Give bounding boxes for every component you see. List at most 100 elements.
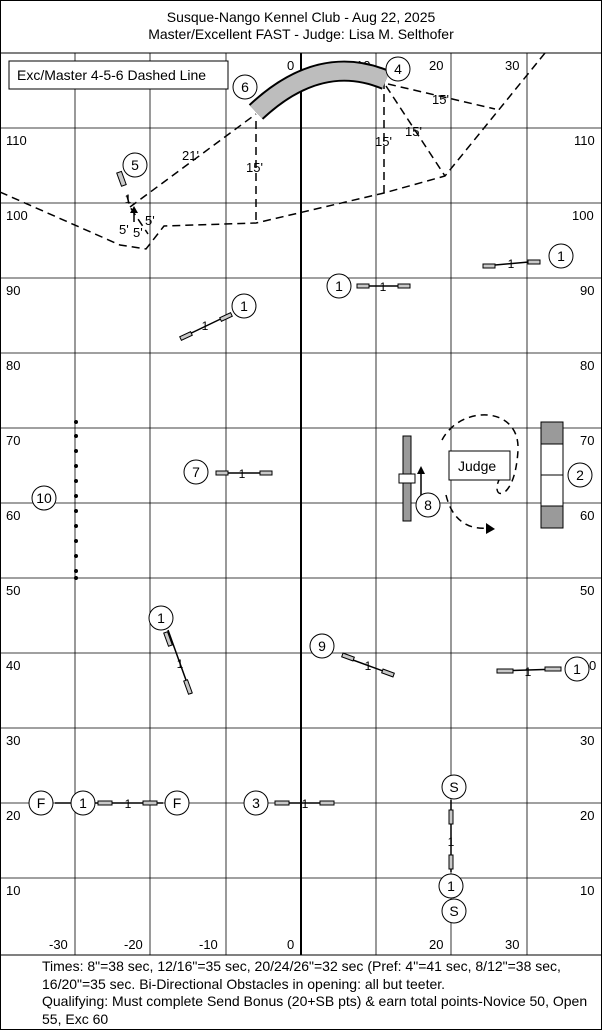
page-subtitle: Master/Excellent FAST - Judge: Lisa M. S… <box>148 26 454 42</box>
svg-text:F: F <box>37 795 46 811</box>
a-frame-contact-top <box>540 421 564 445</box>
right-axis-label: 30 <box>580 733 594 748</box>
obstacle-number: 1 <box>564 656 590 682</box>
left-axis-label: 60 <box>6 508 20 523</box>
svg-text:1: 1 <box>573 661 581 677</box>
obstacle-number: 7 <box>183 459 209 485</box>
svg-text:6: 6 <box>241 79 249 95</box>
svg-text:7: 7 <box>192 464 200 480</box>
top-axis-label: 30 <box>505 58 519 73</box>
right-axis-label: 0 <box>589 658 596 673</box>
distance-label: 15' <box>246 160 263 175</box>
svg-text:8: 8 <box>424 497 432 513</box>
right-axis-label: 100 <box>572 208 594 223</box>
bottom-axis-label: 0 <box>287 937 294 952</box>
obstacle-number: 5 <box>122 152 148 178</box>
point-mark: 1 <box>365 659 372 673</box>
teeter-fulcrum <box>398 473 416 484</box>
obstacle-numbers: 1 1 1 1 1 1 2 3 4 5 6 7 8 9 10 1 S S F F <box>28 56 593 924</box>
distance-label: 5' <box>145 213 155 228</box>
distance-label: 15' <box>375 134 392 149</box>
point-mark: 1 <box>525 665 532 679</box>
distance-label: 21' <box>182 148 199 163</box>
point-marks: 1 1 1 1 1 1 1 1 1 1 1 <box>125 192 532 849</box>
bottom-axis-label: -30 <box>49 937 68 952</box>
obstacle-number: 1 <box>231 293 257 319</box>
obstacle-number: 9 <box>309 633 335 659</box>
header: Susque-Nango Kennel Club - Aug 22, 2025 … <box>0 0 602 50</box>
svg-text:S: S <box>449 903 458 919</box>
point-mark: 1 <box>380 280 387 294</box>
point-mark: 1 <box>508 257 515 271</box>
bottom-axis-label: -20 <box>124 937 143 952</box>
weave-poles <box>74 420 78 580</box>
tunnel-fill <box>250 62 390 119</box>
distance-label: 5' <box>133 225 143 240</box>
judge-box <box>448 450 511 481</box>
point-mark: 1 <box>239 467 246 481</box>
svg-text:1: 1 <box>335 278 343 294</box>
point-mark: 1 <box>125 797 132 811</box>
svg-text:1: 1 <box>447 878 455 894</box>
top-axis-label: 0 <box>287 58 294 73</box>
arrow-head <box>130 206 138 213</box>
distance-label: 15' <box>405 124 422 139</box>
obstacle-number: 1 <box>548 243 574 269</box>
left-axis-label: 110 <box>6 133 27 148</box>
start-marker: S <box>441 774 467 800</box>
obstacle-number: 1 <box>326 273 352 299</box>
right-axis-label: 10 <box>580 883 594 898</box>
judge-label: Judge <box>458 458 496 474</box>
bottom-axis-label: -10 <box>199 937 218 952</box>
point-mark: 1 <box>202 319 209 333</box>
right-axis-label: 110 <box>574 133 595 148</box>
left-axis-label: 40 <box>6 658 20 673</box>
right-axis-label: 20 <box>580 808 594 823</box>
point-mark: 1 <box>177 657 184 671</box>
obstacle-number: 8 <box>415 492 441 518</box>
obstacle-number: 2 <box>567 462 593 488</box>
footer-notes: Times: 8"=38 sec, 12/16"=35 sec, 20/24/2… <box>42 958 590 1028</box>
left-axis-label: 90 <box>6 283 20 298</box>
legend-box <box>8 60 229 90</box>
times-note: Times: 8"=38 sec, 12/16"=35 sec, 20/24/2… <box>42 958 561 992</box>
svg-text:S: S <box>449 779 458 795</box>
top-axis-label: 20 <box>429 58 443 73</box>
obstacle-number: 4 <box>385 56 411 82</box>
legend-label: Exc/Master 4-5-6 Dashed Line <box>17 67 206 83</box>
arrow-head <box>486 523 495 534</box>
svg-text:1: 1 <box>157 610 165 626</box>
obstacle-number: 1 <box>148 605 174 631</box>
distance-label: 5' <box>119 222 129 237</box>
svg-text:9: 9 <box>318 638 326 654</box>
svg-text:3: 3 <box>252 795 260 811</box>
svg-text:F: F <box>173 795 182 811</box>
left-axis-label: 80 <box>6 358 20 373</box>
judge-path <box>441 414 519 495</box>
finish-marker: F <box>28 790 54 816</box>
right-axis-label: 80 <box>580 358 594 373</box>
svg-text:2: 2 <box>576 467 584 483</box>
left-axis-label: 50 <box>6 583 20 598</box>
left-axis-label: 30 <box>6 733 20 748</box>
judge-path-lower <box>445 494 489 529</box>
left-axis-label: 100 <box>6 208 28 223</box>
obstacle-number: 1 <box>70 790 96 816</box>
right-axis-label: 70 <box>580 433 594 448</box>
right-axis-label: 60 <box>580 508 594 523</box>
dashed-lines <box>0 52 546 250</box>
point-mark: 1 <box>302 797 309 811</box>
finish-marker: F <box>164 790 190 816</box>
svg-text:1: 1 <box>240 298 248 314</box>
point-mark: 1 <box>125 192 132 206</box>
obstacle-number: 10 <box>31 485 57 511</box>
bottom-axis-label: 20 <box>429 937 443 952</box>
svg-text:5: 5 <box>131 157 139 173</box>
start-marker: S <box>441 898 467 924</box>
obstacle-number: 3 <box>243 790 269 816</box>
svg-text:1: 1 <box>557 248 565 264</box>
a-frame-contact-bottom <box>540 505 564 529</box>
distance-label: 15' <box>432 92 449 107</box>
svg-text:1: 1 <box>79 795 87 811</box>
